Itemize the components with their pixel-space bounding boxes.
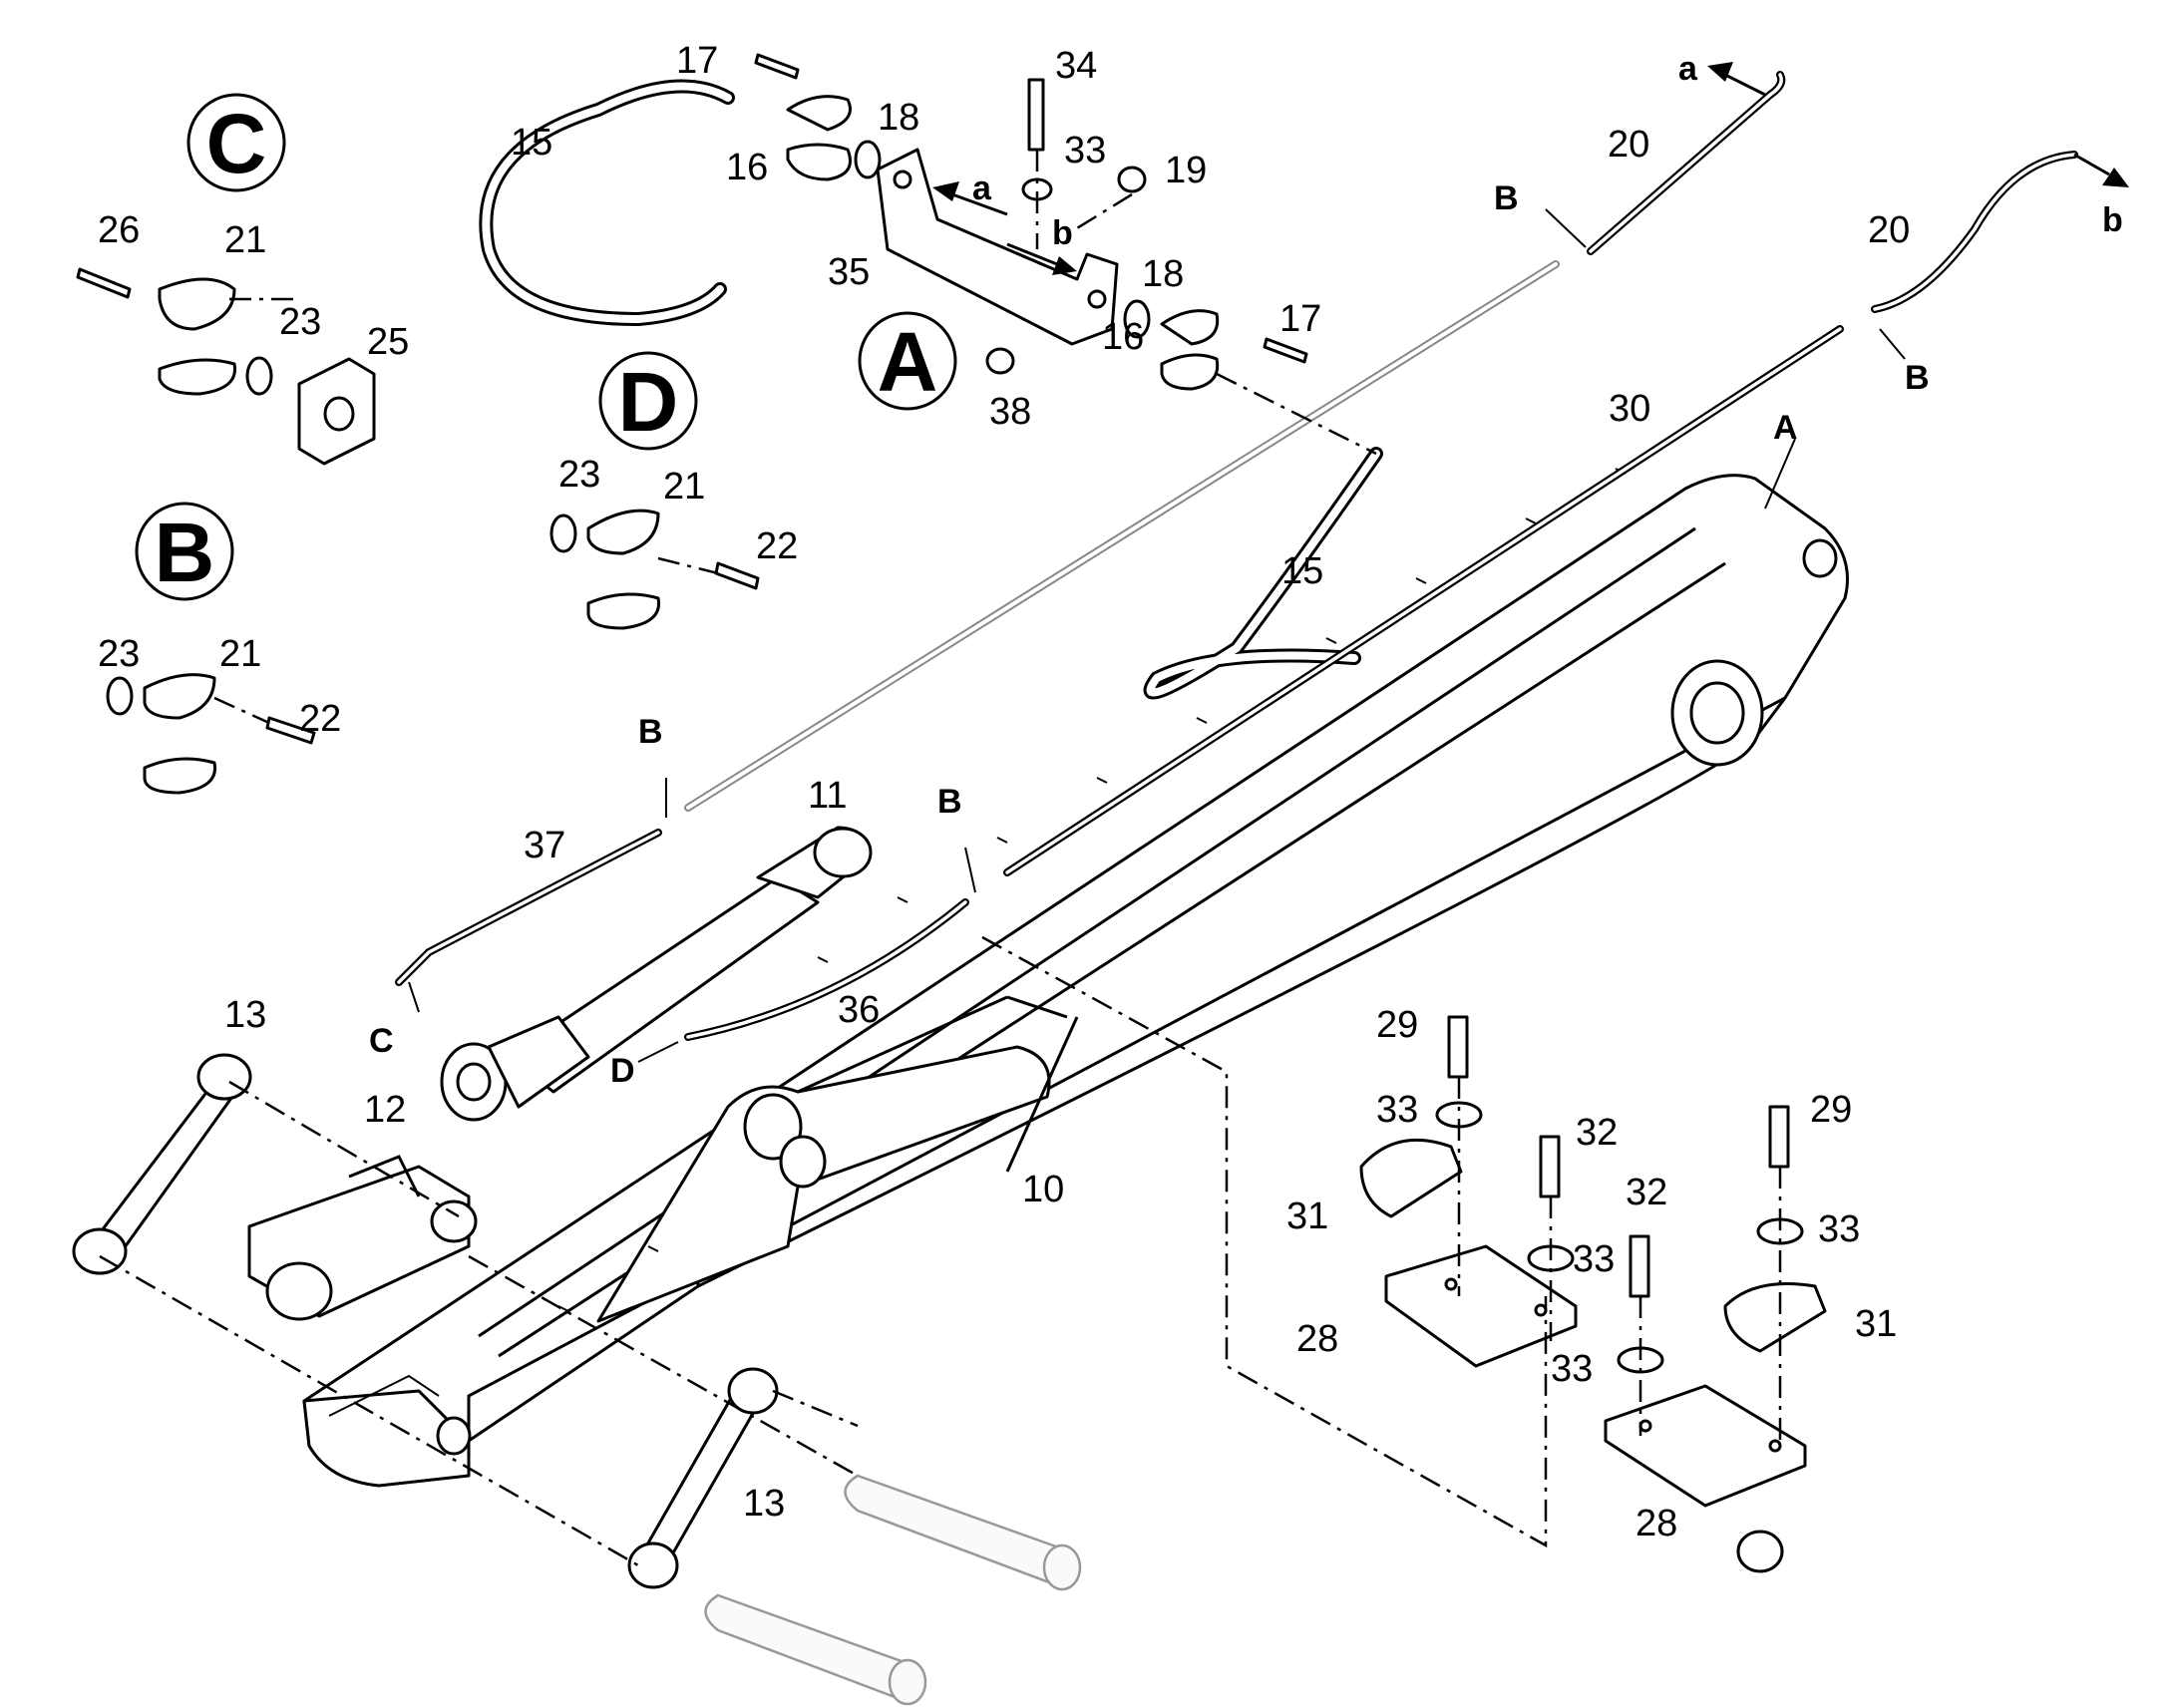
part-23-c: 23 xyxy=(279,301,321,343)
assembly-lines xyxy=(99,150,1782,1567)
part-33-a: 33 xyxy=(1376,1089,1418,1131)
part-30: 30 xyxy=(1609,388,1650,430)
hydraulic-cylinder xyxy=(440,826,873,1122)
part-20-a: 20 xyxy=(1608,124,1649,166)
marker-a-bracket: a xyxy=(972,170,992,207)
part-25: 25 xyxy=(367,321,409,363)
part-33-b: 33 xyxy=(1573,1238,1615,1280)
pipe-20-a xyxy=(1587,71,1786,255)
part-29-left: 29 xyxy=(1376,1004,1418,1046)
part-numbers: 10 11 12 13 13 15 15 16 16 17 17 18 18 1… xyxy=(98,40,1910,1544)
part-13-top: 13 xyxy=(224,994,266,1036)
clamp-21-b xyxy=(143,673,217,795)
pipe-36 xyxy=(684,898,969,1041)
marker-b-bracket: b xyxy=(1052,214,1073,252)
part-29-right: 29 xyxy=(1810,1089,1852,1131)
part-36: 36 xyxy=(838,989,880,1031)
section-badge-c: C xyxy=(186,93,286,192)
part-16-right: 16 xyxy=(1102,316,1144,358)
pipe-ghost xyxy=(684,260,1560,812)
marker-b-top: b xyxy=(2102,201,2123,239)
bolts xyxy=(76,53,1790,1298)
section-badge-a: A xyxy=(858,311,957,411)
part-21-d: 21 xyxy=(663,466,705,508)
part-23-b: 23 xyxy=(98,633,140,675)
plate-28-right xyxy=(1604,1384,1807,1508)
section-label-d: D xyxy=(618,355,679,449)
marker-B-left: B xyxy=(638,713,663,751)
washers-nuts xyxy=(985,166,1804,1573)
part-21-b: 21 xyxy=(219,633,261,675)
part-17-right: 17 xyxy=(1279,298,1321,340)
marker-B-upper: B xyxy=(1494,179,1519,217)
part-31-right: 31 xyxy=(1855,1303,1897,1345)
boom-arm xyxy=(302,468,1849,1488)
marker-B-right: B xyxy=(1905,359,1930,397)
hose-15-top xyxy=(479,79,735,327)
pin-lower xyxy=(704,1593,927,1706)
part-13-bottom: 13 xyxy=(743,1483,785,1525)
part-21-c: 21 xyxy=(224,219,266,261)
o-rings xyxy=(106,140,1151,716)
pipe-20-b xyxy=(1871,151,2078,313)
marker-C: C xyxy=(369,1022,394,1060)
part-18-top: 18 xyxy=(878,97,919,139)
arrows xyxy=(932,62,2129,275)
part-33-d: 33 xyxy=(1551,1348,1593,1390)
plate-28-left xyxy=(1384,1244,1578,1368)
flange-25 xyxy=(297,357,376,466)
section-badge-d: D xyxy=(598,351,698,451)
part-15-top: 15 xyxy=(511,122,552,164)
part-33-top: 33 xyxy=(1064,130,1106,171)
part-17-top: 17 xyxy=(676,40,718,82)
part-12: 12 xyxy=(364,1089,406,1131)
section-badge-b: B xyxy=(135,502,234,601)
part-34: 34 xyxy=(1055,45,1097,87)
part-16-top: 16 xyxy=(726,147,768,188)
marker-A-boom: A xyxy=(1773,409,1798,447)
part-23-d: 23 xyxy=(558,454,600,496)
quick-coupler-bracket xyxy=(247,1155,478,1321)
link-13-bottom xyxy=(627,1367,779,1589)
hose-15-main xyxy=(1143,447,1383,700)
part-26: 26 xyxy=(98,209,140,251)
link-13-top xyxy=(72,1053,252,1275)
connection-markers: a b a b B B A B B C D xyxy=(369,50,2123,1090)
section-label-a: A xyxy=(878,315,938,409)
part-28-left: 28 xyxy=(1296,1318,1338,1360)
section-label-b: B xyxy=(155,506,215,599)
clamp-21-c xyxy=(158,277,237,396)
part-20-b: 20 xyxy=(1868,209,1910,251)
part-32-left: 32 xyxy=(1576,1112,1618,1154)
part-32-right: 32 xyxy=(1626,1172,1667,1213)
part-38: 38 xyxy=(989,391,1031,433)
part-10: 10 xyxy=(1022,1169,1064,1210)
part-22-b: 22 xyxy=(299,698,341,740)
section-label-c: C xyxy=(206,97,267,190)
marker-D: D xyxy=(610,1052,635,1090)
clamp-16-top xyxy=(786,95,852,181)
pin-upper xyxy=(844,1474,1082,1591)
part-18-right: 18 xyxy=(1142,253,1184,295)
part-31-left: 31 xyxy=(1286,1196,1328,1237)
part-37: 37 xyxy=(524,825,565,866)
marker-a-top: a xyxy=(1678,50,1698,88)
marker-B-center: B xyxy=(937,783,962,821)
part-33-c: 33 xyxy=(1818,1208,1860,1250)
pipe-37 xyxy=(395,829,662,986)
part-35: 35 xyxy=(828,251,870,293)
part-15-main: 15 xyxy=(1281,550,1323,592)
mounting-bracket-35 xyxy=(876,148,1119,346)
part-11: 11 xyxy=(808,775,847,817)
part-28-right: 28 xyxy=(1635,1503,1677,1544)
pipe-30 xyxy=(1003,325,1844,876)
pipe-clamp-31-left xyxy=(1359,1138,1463,1218)
part-19: 19 xyxy=(1165,150,1207,191)
pipe-clamp-31-right xyxy=(1723,1282,1827,1353)
leader-lines xyxy=(408,208,1906,1063)
part-22-d: 22 xyxy=(756,525,798,567)
clamp-16-right xyxy=(1160,309,1220,391)
clamp-21-d xyxy=(586,509,661,630)
